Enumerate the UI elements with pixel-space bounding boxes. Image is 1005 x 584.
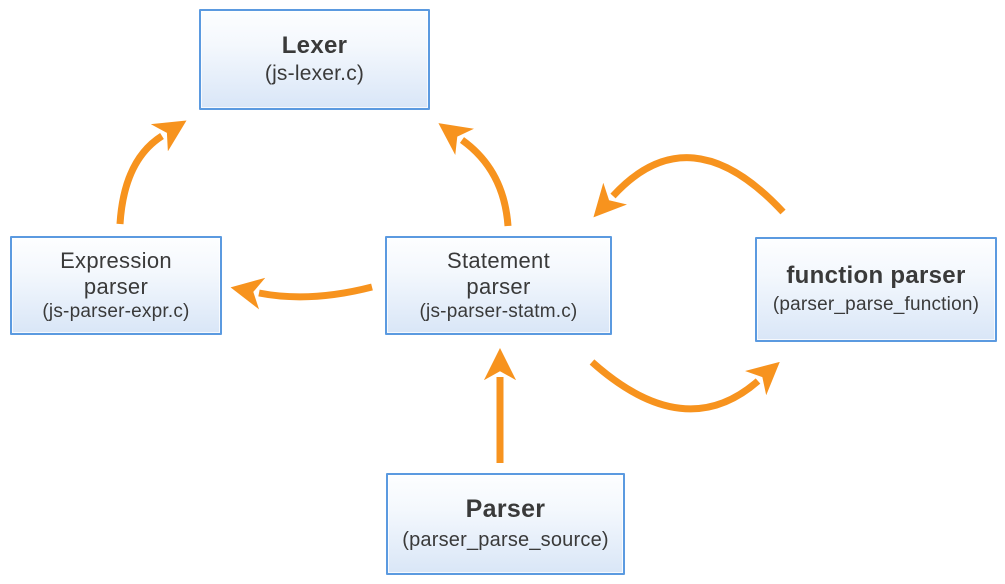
edge-statement-to-lexer-arrow [438,123,512,227]
node-statement-parser: Statement parser (js-parser-statm.c) [385,236,612,335]
node-function-parser-subtitle: (parser_parse_function) [772,293,980,315]
node-function-parser-title: function parser [786,262,966,290]
edge-statement-to-expression-arrow [230,277,373,310]
edge-expression-to-lexer-arrow [116,120,187,225]
node-expression-parser-title: Expression parser [60,247,172,299]
node-statement-parser-subtitle: (js-parser-statm.c) [419,300,578,322]
node-lexer-title: Lexer [281,32,348,60]
node-expression-parser: Expression parser (js-parser-expr.c) [10,236,222,335]
node-parser: Parser (parser_parse_source) [386,473,625,575]
edge-statement-to-function-arrow [589,359,780,413]
edge-function-to-statement-arrow [593,154,786,218]
node-expression-parser-subtitle: (js-parser-expr.c) [42,300,190,322]
node-lexer: Lexer (js-lexer.c) [199,9,430,110]
node-parser-title: Parser [465,495,546,524]
node-statement-parser-title: Statement parser [447,247,550,299]
node-lexer-subtitle: (js-lexer.c) [264,61,365,85]
node-function-parser: function parser (parser_parse_function) [755,237,997,342]
node-parser-subtitle: (parser_parse_source) [402,528,609,551]
